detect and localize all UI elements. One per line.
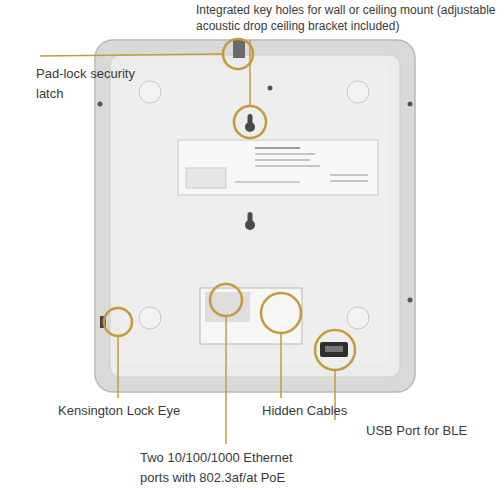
feature-callout: USB Port for BLE [366,422,496,440]
feature-callout: Kensington Lock Eye [58,402,208,420]
feature-callout: Hidden Cables [262,402,382,420]
feature-callout: Pad-lock security latch [36,64,161,104]
feature-callout: Integrated key holes for wall or ceiling… [196,2,496,34]
feature-callout: Two 10/100/1000 Ethernet ports with 802.… [140,448,320,488]
